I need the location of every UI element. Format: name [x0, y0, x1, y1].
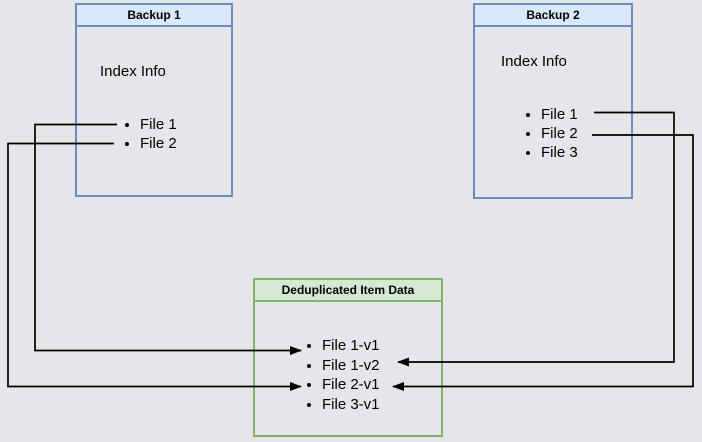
- backup1-index-info-label: Index Info: [100, 63, 166, 80]
- dedup-file-list: File 1-v1 File 1-v2 File 2-v1 File 3-v1: [307, 336, 380, 414]
- dedup-file-item: File 1-v1: [322, 336, 380, 356]
- backup2-file-item: File 1: [541, 105, 578, 124]
- backup2-file-item: File 3: [541, 143, 578, 162]
- backup2-title: Backup 2: [475, 5, 631, 27]
- backup1-box: Backup 1 Index Info File 1 File 2: [75, 3, 233, 197]
- dedup-file-item: File 2-v1: [322, 375, 380, 395]
- backup2-file-list: File 1 File 2 File 3: [526, 105, 578, 162]
- backup1-title: Backup 1: [77, 5, 231, 27]
- backup1-file-list: File 1 File 2: [125, 115, 177, 153]
- dedup-title: Deduplicated Item Data: [255, 280, 441, 302]
- backup1-file-item: File 2: [140, 134, 177, 153]
- backup2-file-item: File 2: [541, 124, 578, 143]
- backup1-file-item: File 1: [140, 115, 177, 134]
- backup2-index-info-label: Index Info: [501, 53, 567, 70]
- dedup-box: Deduplicated Item Data File 1-v1 File 1-…: [253, 278, 443, 437]
- dedup-file-item: File 1-v2: [322, 356, 380, 376]
- dedup-file-item: File 3-v1: [322, 395, 380, 415]
- backup2-box: Backup 2 Index Info File 1 File 2 File 3: [473, 3, 633, 199]
